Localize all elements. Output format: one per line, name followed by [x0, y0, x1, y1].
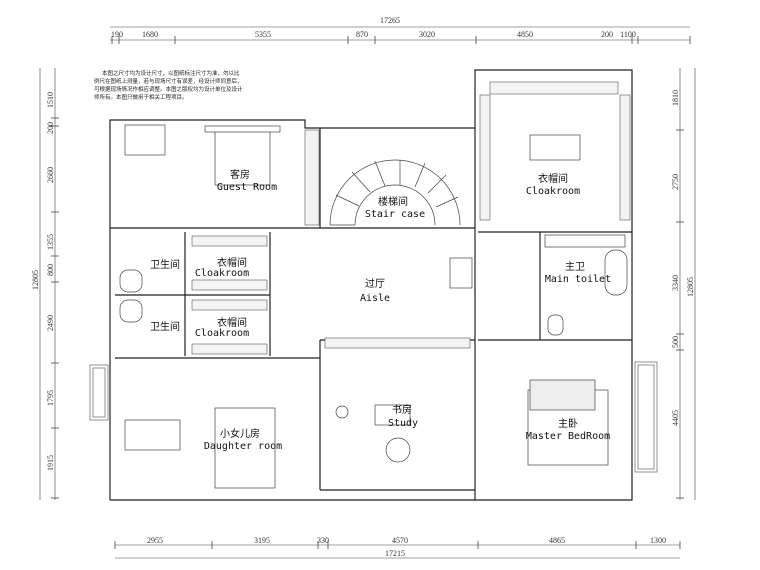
dim-right: 3340 [671, 275, 680, 291]
dim-bottom: 1300 [650, 536, 666, 545]
dim-bottom: 2955 [147, 536, 163, 545]
dimension-ticks [51, 36, 691, 549]
room-bath2-cn: 卫生间 [150, 320, 180, 333]
dim-bottom: 330 [317, 536, 329, 545]
room-aisle-cn: 过厅 [365, 277, 385, 290]
room-guest-cn: 客房 [230, 168, 250, 181]
room-toilet-cn: 主卫 [565, 261, 585, 273]
room-stair-cn: 楼梯间 [378, 195, 408, 208]
room-bath1-cn: 卫生间 [150, 258, 180, 271]
dim-top: 870 [356, 30, 368, 39]
dim-top: 1680 [142, 30, 158, 39]
dim-right-total: 12805 [686, 277, 695, 297]
dim-left: 800 [46, 264, 55, 276]
design-note: 本图之尺寸均为设计尺寸，以图纸标注尺寸为准，勿以比例尺在图纸上测量，若与现场尺寸… [94, 71, 243, 101]
dim-top-total: 17265 [380, 16, 400, 25]
dim-bottom: 3195 [254, 536, 270, 545]
dim-top: 4850 [517, 30, 533, 39]
dim-left: 1795 [46, 390, 55, 406]
walls [109, 69, 633, 501]
dim-bottom-total: 17215 [385, 549, 405, 558]
dim-top: 3020 [419, 30, 435, 39]
dim-top: 1100 [620, 30, 636, 39]
dim-right: 2750 [671, 174, 680, 190]
dim-bottom: 4570 [392, 536, 408, 545]
staircase-drawing [329, 159, 461, 226]
room-guest-en: Guest Room [217, 182, 277, 193]
room-cloak1-cn: 衣帽间 [217, 256, 247, 269]
room-stair-en: Stair case [365, 209, 425, 220]
room-cloak-top-en: Cloakroom [526, 186, 580, 197]
room-study-en: Study [388, 418, 418, 429]
room-cloak2-cn: 衣帽间 [217, 316, 247, 329]
dim-left: 1355 [46, 234, 55, 250]
room-toilet-en: Main toilet [545, 274, 611, 285]
room-aisle-en: Aisle [360, 293, 390, 304]
dim-top: 200 [601, 30, 613, 39]
room-daughter-en: Daughter room [204, 441, 282, 452]
dim-right: 1810 [671, 90, 680, 106]
room-master-en: Master BedRoom [526, 431, 610, 442]
room-cloak2-en: Cloakroom [195, 328, 249, 339]
dim-left: 1915 [46, 455, 55, 471]
room-daughter-cn: 小女儿房 [220, 427, 260, 440]
wardrobes [191, 81, 631, 355]
room-cloak1-en: Cloakroom [195, 268, 249, 279]
dim-right: 500 [671, 336, 680, 348]
dim-left: 1510 [46, 92, 55, 108]
room-cloak-top-cn: 衣帽间 [538, 172, 568, 185]
dim-bottom: 4865 [549, 536, 565, 545]
furniture [119, 124, 628, 489]
dim-left-total: 12805 [31, 270, 40, 290]
dim-top: 190 [111, 30, 123, 39]
dim-left: 2490 [46, 315, 55, 331]
dim-left: 200 [46, 122, 55, 134]
balconies [89, 361, 658, 473]
dim-top: 5355 [255, 30, 271, 39]
room-study-cn: 书房 [392, 403, 412, 416]
dim-left: 2660 [46, 167, 55, 183]
room-master-cn: 主卧 [558, 417, 578, 430]
dim-right: 4405 [671, 410, 680, 426]
